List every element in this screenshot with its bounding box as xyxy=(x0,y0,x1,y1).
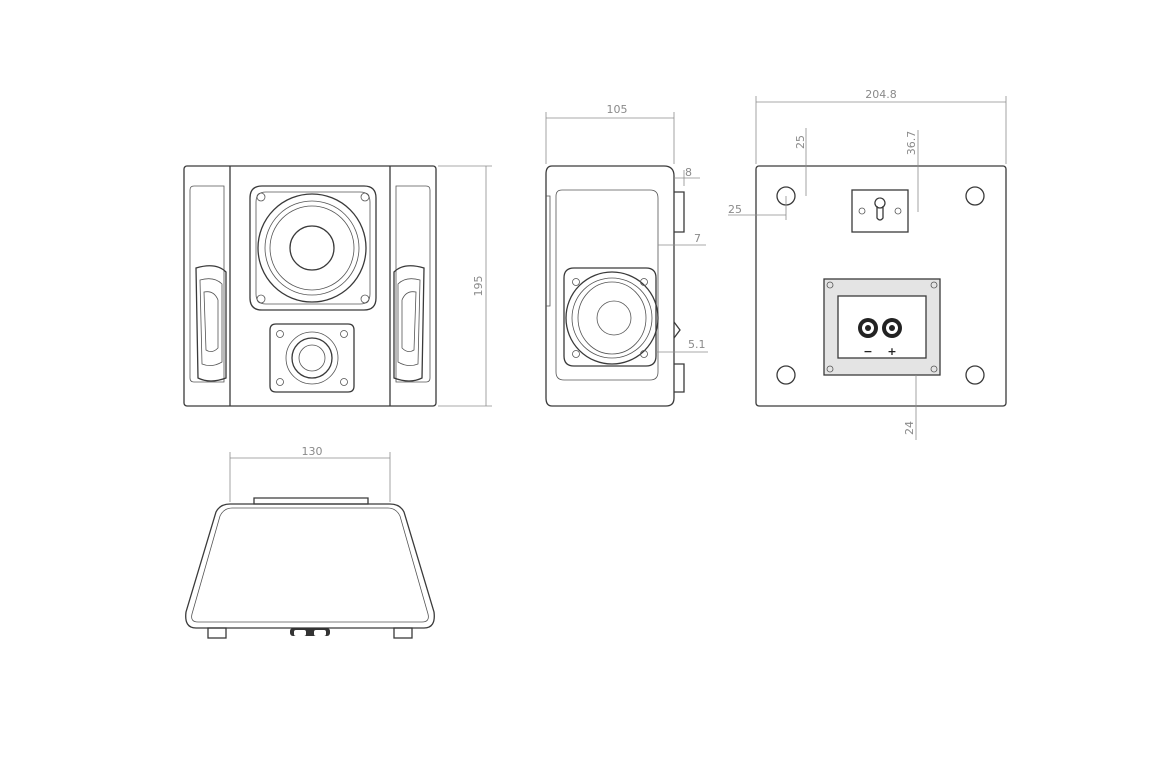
top-view: 130 xyxy=(185,445,435,639)
top-foot-right xyxy=(393,627,413,639)
front-tweeter xyxy=(269,323,355,393)
top-foot-left xyxy=(207,627,227,639)
back-hole-top-right xyxy=(965,186,985,206)
keyhole-bracket xyxy=(851,189,909,233)
side-offset-mid-label: 7 xyxy=(694,232,701,245)
back-hole-y-label: 25 xyxy=(794,135,807,149)
back-hole-bottom-right xyxy=(965,365,985,385)
back-width-label: 204.8 xyxy=(865,88,897,101)
back-hole-x-dimension: 25 xyxy=(728,196,787,220)
back-terminal-bottom-label: 24 xyxy=(903,421,916,435)
side-offset-top-dimension: 8 xyxy=(674,166,700,186)
front-height-label: 195 xyxy=(472,276,485,297)
top-width-label: 130 xyxy=(302,445,323,458)
top-terminals xyxy=(290,628,330,636)
back-hole-bottom-left xyxy=(776,365,796,385)
terminal-plate: − + xyxy=(823,278,941,376)
side-offset-low-dimension: 5.1 xyxy=(656,338,708,353)
back-bracket-y-dimension: 36.7 xyxy=(905,130,919,212)
side-depth-label: 105 xyxy=(607,103,628,116)
front-height-dimension: 195 xyxy=(438,165,492,407)
back-hole-y-dimension: 25 xyxy=(794,128,807,196)
terminal-minus-label: − xyxy=(863,345,872,358)
side-depth-dimension: 105 xyxy=(545,103,675,164)
side-offset-top-label: 8 xyxy=(685,166,692,179)
back-bracket-y-label: 36.7 xyxy=(905,131,918,156)
back-hole-x-label: 25 xyxy=(728,203,742,216)
top-width-dimension: 130 xyxy=(229,445,391,502)
side-offset-low-label: 5.1 xyxy=(688,338,706,351)
back-width-dimension: 204.8 xyxy=(755,88,1007,164)
terminal-post-plus xyxy=(882,318,902,338)
front-right-side-driver xyxy=(393,185,431,383)
back-terminal-bottom-dimension: 24 xyxy=(903,375,917,440)
side-offset-mid-dimension: 7 xyxy=(658,232,706,246)
terminal-post-minus xyxy=(858,318,878,338)
front-view: 195 xyxy=(183,165,492,407)
side-view: 105 8 7 5.1 xyxy=(545,103,708,407)
terminal-plus-label: + xyxy=(887,345,896,358)
front-woofer xyxy=(249,185,377,311)
back-view: − + 204.8 25 25 36.7 24 xyxy=(728,88,1007,440)
side-woofer xyxy=(563,267,659,367)
front-left-side-driver xyxy=(189,185,227,383)
